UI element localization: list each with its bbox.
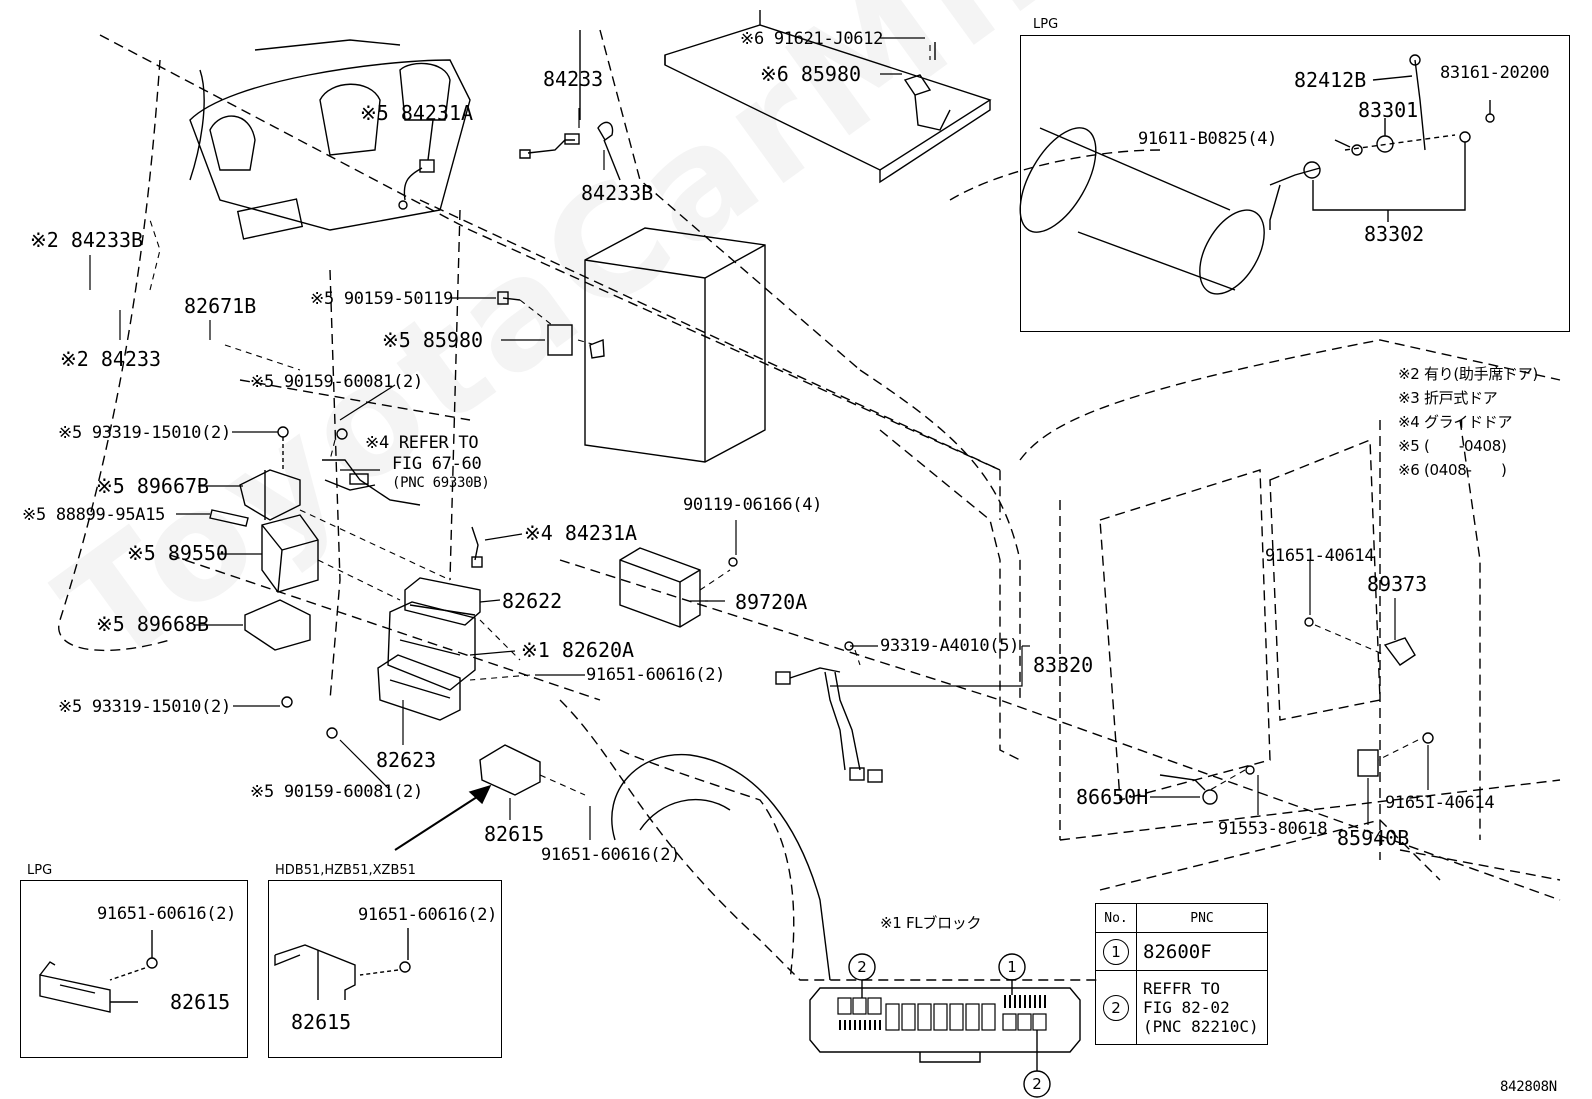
wheel-arch xyxy=(611,753,831,981)
hdb-small-title: HDB51,HZB51,XZB51 xyxy=(275,863,416,878)
part-label-84233-top: 84233 xyxy=(543,67,604,91)
shelf-bracket xyxy=(664,10,992,184)
vehicle-outline xyxy=(58,29,1561,981)
part-label-89667b: ※5 89667B xyxy=(96,474,210,498)
note-3: ※3 折戸式ドア xyxy=(1398,389,1498,407)
part-label-85980-top: ※6 85980 xyxy=(760,62,862,86)
pnc-col-pnc: PNC xyxy=(1136,903,1268,933)
part-label-84231a-mid: ※4 84231A xyxy=(524,521,638,545)
lpg-small-title: LPG xyxy=(27,863,53,878)
lpg-tank-detail xyxy=(1019,54,1495,295)
part-label-90159-60081-a: ※5 90159-60081(2) xyxy=(250,372,423,392)
part-label-84233b-left: ※2 84233B xyxy=(30,228,144,252)
part-label-89720a: 89720A xyxy=(735,590,808,614)
part-label-91651-60616-a: 91651-60616(2) xyxy=(586,665,726,685)
pnc-row1-value: 82600F xyxy=(1136,932,1268,971)
part-label-83320: 83320 xyxy=(1033,653,1094,677)
fl-marker-2-left: 2 xyxy=(857,958,867,976)
refer-to-line1: ※4 REFER TO xyxy=(365,433,479,453)
lpg-inset-box xyxy=(1020,35,1570,332)
part-label-82615-main: 82615 xyxy=(484,822,545,846)
note-2: ※2 有り(助手席ドア) xyxy=(1398,365,1538,383)
lpg-label-91611-b0825: 91611-B0825(4) xyxy=(1138,129,1278,149)
lpg-small-part-label: 82615 xyxy=(170,990,231,1014)
pnc-row2-value: REFFR TO FIG 82-02 (PNC 82210C) xyxy=(1136,970,1268,1045)
hdb-small-bracket xyxy=(274,928,411,1000)
part-label-91621-j0612: ※6 91621-J0612 xyxy=(740,29,884,49)
part-label-86650h: 86650H xyxy=(1076,785,1149,809)
note-5: ※5 ( -0408) xyxy=(1398,437,1507,455)
refer-to-line2: FIG 67-60 xyxy=(392,454,482,474)
pnc-row2-no: 2 xyxy=(1103,994,1129,1021)
part-label-91651-40614-a: 91651-40614 xyxy=(1265,546,1375,566)
lpg-inset-title: LPG xyxy=(1033,17,1059,32)
note-4: ※4 グライドドア xyxy=(1398,413,1513,431)
part-label-89373: 89373 xyxy=(1367,572,1428,596)
refer-to-line3: (PNC 69330B) xyxy=(392,475,490,491)
part-label-89550: ※5 89550 xyxy=(127,541,229,565)
part-label-85980-mid: ※5 85980 xyxy=(382,328,484,352)
leader-lines xyxy=(89,37,1429,840)
pnc-row2-line3: (PNC 82210C) xyxy=(1143,1017,1259,1036)
part-label-88899-95a15: ※5 88899-95A15 xyxy=(22,505,166,525)
fl-marker-1: 1 xyxy=(1007,958,1017,976)
part-label-84233-left: ※2 84233 xyxy=(60,347,162,371)
ecu-box-large xyxy=(584,227,766,463)
part-label-91553-80618: 91553-80618 xyxy=(1218,819,1328,839)
pnc-row1-no: 1 xyxy=(1103,938,1129,965)
part-label-93319-a4010: 93319-A4010(5) xyxy=(880,636,1020,656)
pnc-row2-line1: REFFR TO xyxy=(1143,979,1221,998)
part-label-90159-60081-b: ※5 90159-60081(2) xyxy=(250,782,423,802)
note-6: ※6 (0408- ) xyxy=(1398,461,1507,479)
drawing-code: 842808N xyxy=(1500,1079,1557,1095)
lpg-label-83161-20200: 83161-20200 xyxy=(1440,63,1550,83)
lpg-small-bolt-label: 91651-60616(2) xyxy=(97,904,237,924)
part-label-82620a: ※1 82620A xyxy=(521,638,635,662)
part-label-91651-60616-b: 91651-60616(2) xyxy=(541,845,681,865)
hdb-small-bolt-label: 91651-60616(2) xyxy=(358,905,498,925)
part-label-85940b: 85940B xyxy=(1337,826,1410,850)
part-label-90119-06166: 90119-06166(4) xyxy=(683,495,823,515)
relay-block xyxy=(377,577,481,721)
part-label-89668b: ※5 89668B xyxy=(96,612,210,636)
part-label-93319-15010-a: ※5 93319-15010(2) xyxy=(58,423,231,443)
part-label-82623: 82623 xyxy=(376,748,437,772)
fl-marker-2-bottom: 2 xyxy=(1032,1075,1042,1093)
part-label-82671b: 82671B xyxy=(184,294,257,318)
fl-block-title: ※1 FLブロック xyxy=(880,914,982,932)
lpg-label-82412b: 82412B xyxy=(1294,68,1367,92)
part-label-82622: 82622 xyxy=(502,589,563,613)
part-label-93319-15010-b: ※5 93319-15010(2) xyxy=(58,697,231,717)
part-label-84231a-top: ※5 84231A xyxy=(360,101,474,125)
part-label-84233b-mid: 84233B xyxy=(581,181,654,205)
lpg-small-bracket xyxy=(39,930,158,1013)
fl-block-connector xyxy=(809,953,1081,1098)
pnc-table: No. PNC 1 82600F 2 REFFR TO FIG 82-02 (P… xyxy=(1095,903,1268,1045)
hdb-small-box xyxy=(268,880,502,1058)
lpg-label-83301: 83301 xyxy=(1358,98,1419,122)
part-label-90159-50119: ※5 90159-50119 xyxy=(310,289,454,309)
hdb-small-part-label: 82615 xyxy=(291,1010,352,1034)
pnc-row2-line2: FIG 82-02 xyxy=(1143,998,1230,1017)
pnc-col-no: No. xyxy=(1095,903,1137,933)
lpg-small-box xyxy=(20,880,248,1058)
harness-83320 xyxy=(775,641,883,783)
part-label-91651-40614-b: 91651-40614 xyxy=(1385,793,1495,813)
lpg-label-83302: 83302 xyxy=(1364,222,1425,246)
dashboard-sketch xyxy=(189,39,471,240)
